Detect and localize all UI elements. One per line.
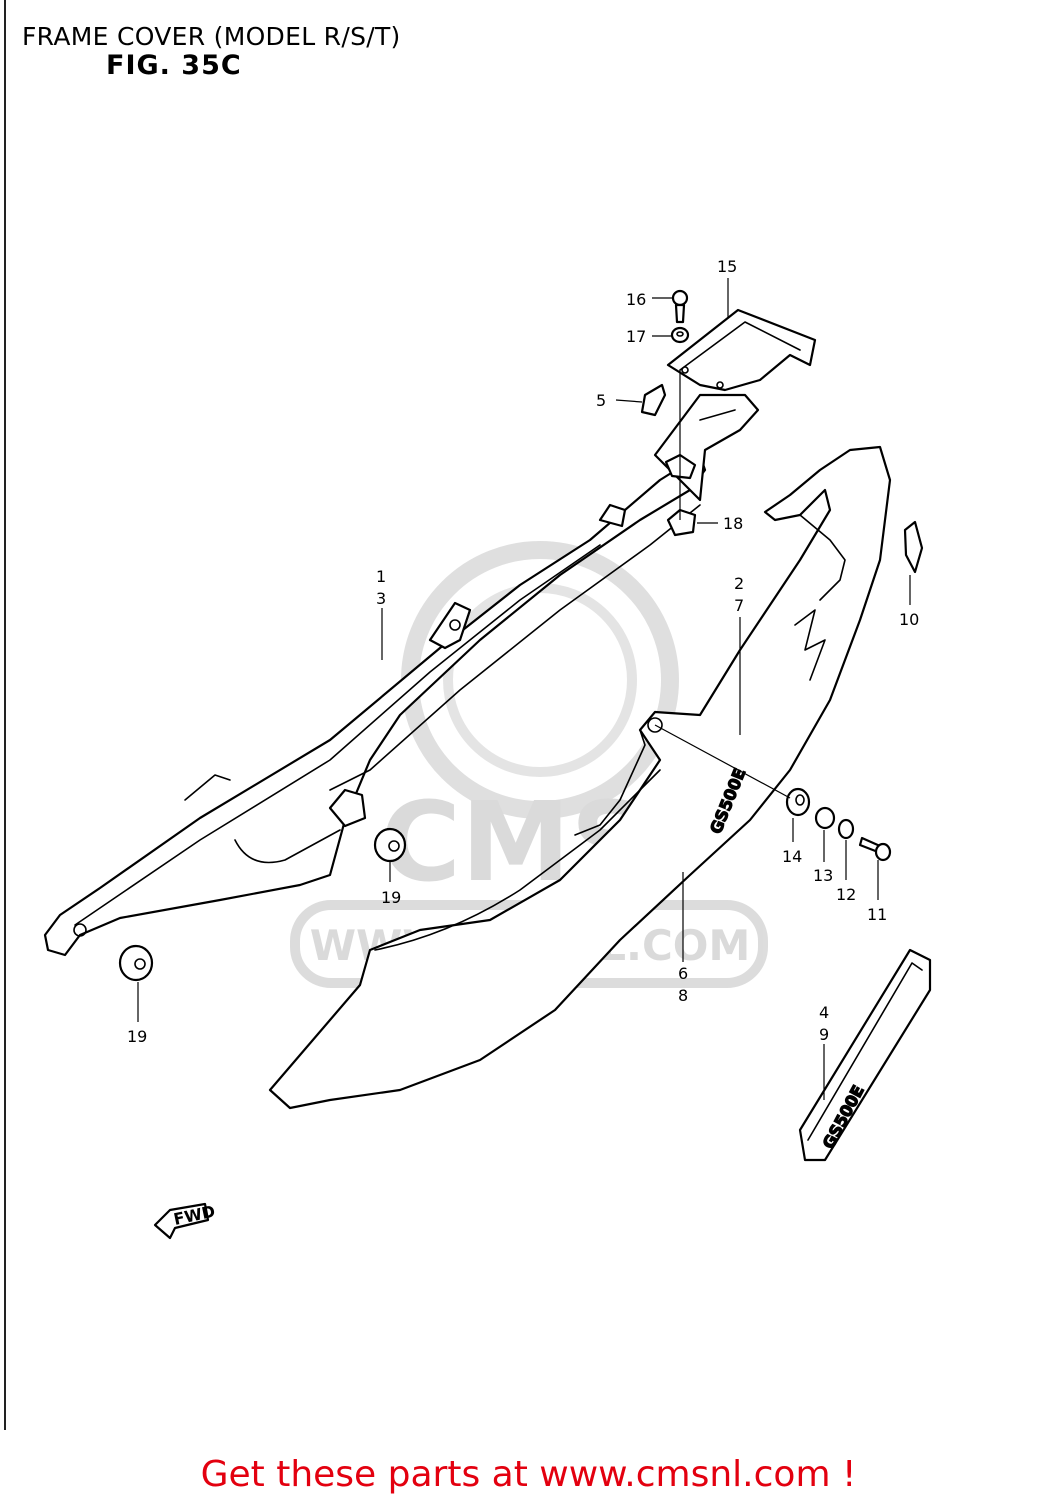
callout-2: 2 [734,574,744,593]
callout-6: 6 [678,964,688,983]
callout-9: 9 [819,1025,829,1044]
forward-arrow-icon: FWD [153,1202,217,1240]
callout-14: 14 [782,847,802,866]
leader-lines [137,278,911,1100]
callout-19-upper: 19 [381,888,401,907]
callout-3: 3 [376,589,386,608]
callout-17: 17 [626,327,646,346]
grommet-14 [785,787,811,817]
callout-13: 13 [813,866,833,885]
page-border [4,0,6,1430]
callout-16: 16 [626,290,646,309]
callout-12: 12 [836,885,856,904]
callout-19-lower: 19 [127,1027,147,1046]
tail-bracket [666,308,817,392]
right-frame-cover: GS500E [268,445,892,1110]
callout-8: 8 [678,986,688,1005]
callout-1: 1 [376,567,386,586]
grommet-19-upper [373,827,407,863]
callout-7: 7 [734,596,744,615]
grommet-19-lower [118,944,154,982]
hardware-parts [118,289,924,982]
callout-5: 5 [596,391,606,410]
screw-16 [671,289,689,307]
callout-15: 15 [717,257,737,276]
callout-4: 4 [819,1003,829,1022]
left-frame-cover [43,393,760,957]
clip-5 [640,383,667,417]
page-title: FRAME COVER (MODEL R/S/T) [22,22,401,51]
callout-11: 11 [867,905,887,924]
callout-18: 18 [723,514,743,533]
fwd-label: FWD [172,1202,217,1229]
nut-18 [666,508,697,537]
collar-13 [814,806,836,830]
callout-10: 10 [899,610,919,629]
cmsnl-parts-link[interactable]: Get these parts at www.cmsnl.com ! [200,1454,857,1495]
callout-numbers: 15 16 17 5 18 10 1 3 2 7 14 13 12 11 19 … [127,257,919,1046]
figure-number: FIG. 35C [106,50,242,81]
gs500e-decal: GS500E [798,948,932,1162]
clip-10 [903,520,924,574]
washer-17 [670,326,690,344]
washer-12 [837,818,855,840]
